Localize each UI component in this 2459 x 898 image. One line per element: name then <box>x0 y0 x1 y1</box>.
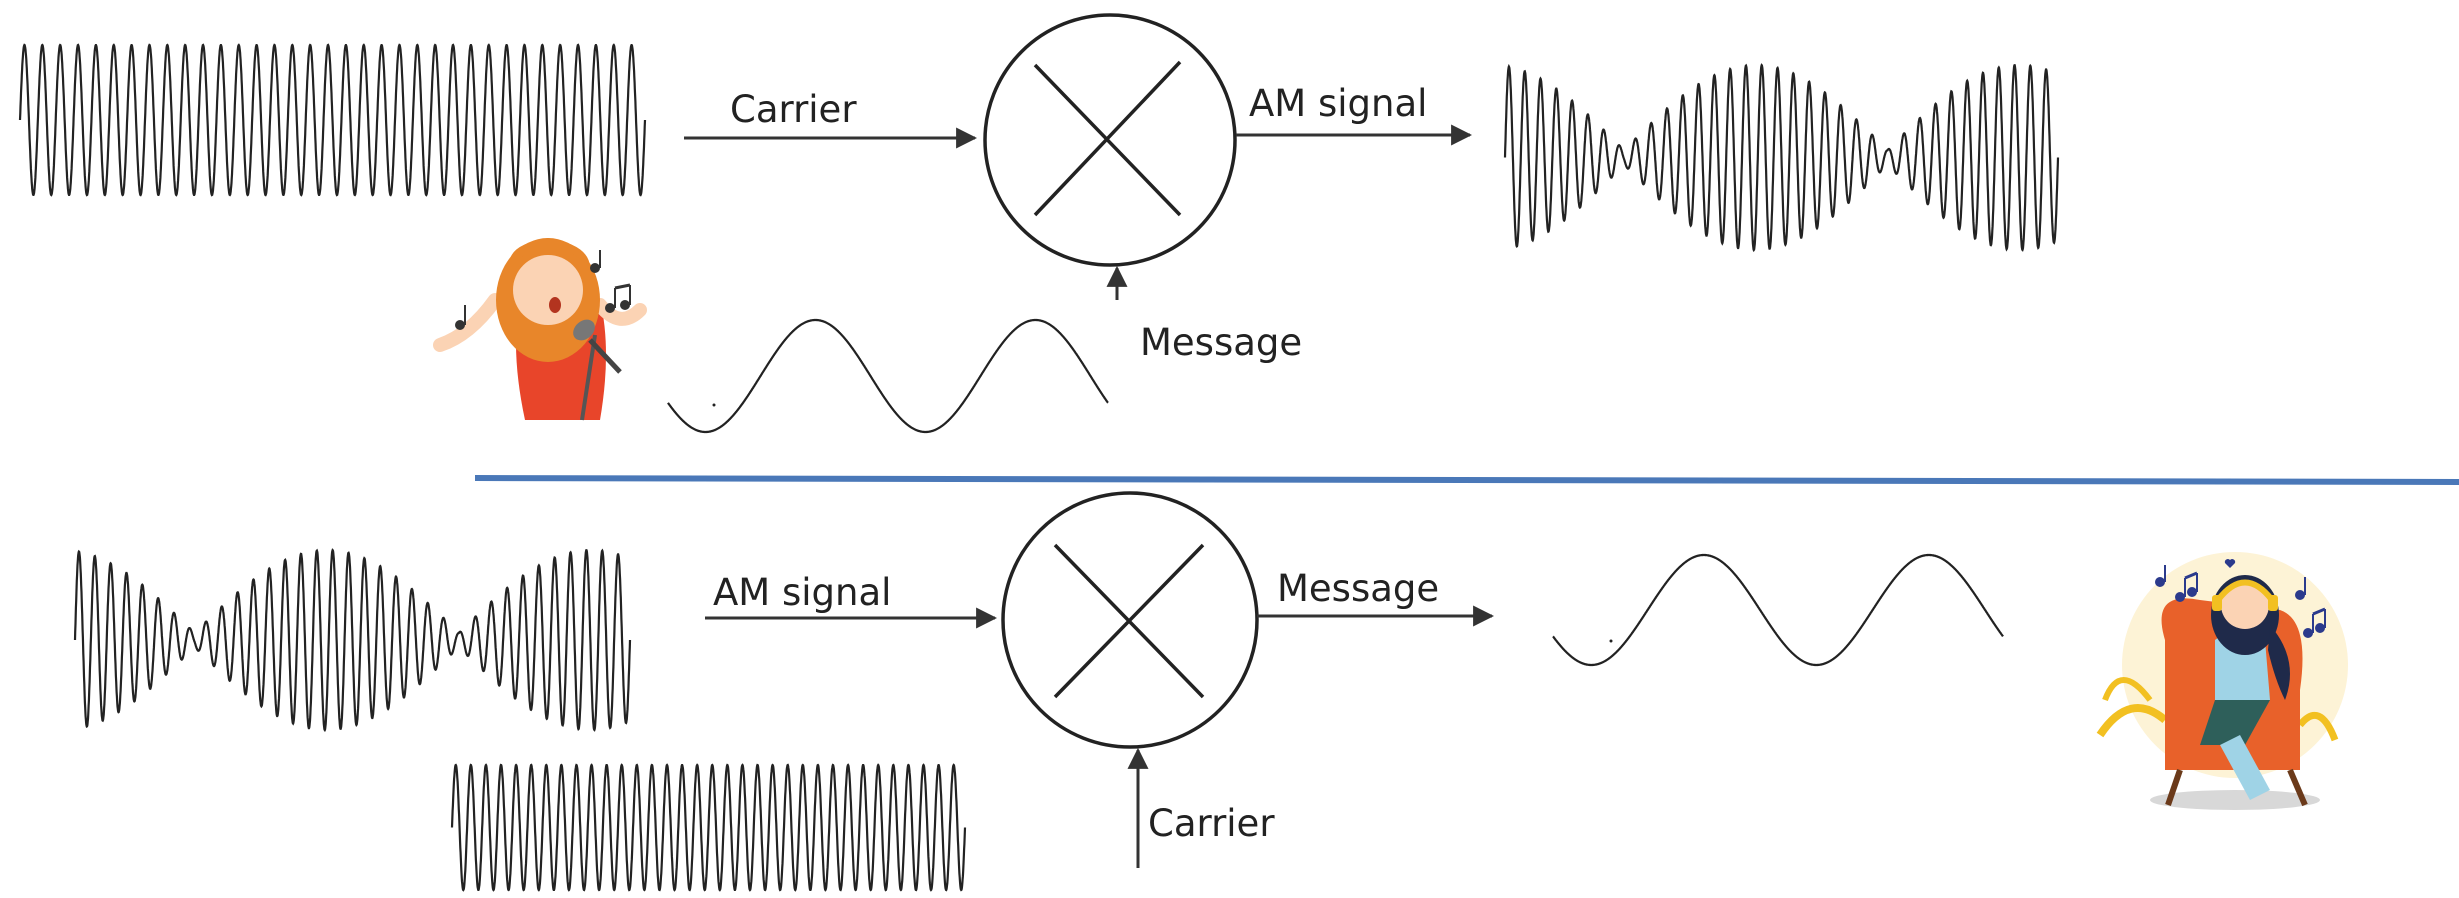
waveform-dot <box>1609 639 1613 643</box>
message-label: Message <box>1277 567 1439 610</box>
am-signal-waveform <box>1503 63 2060 253</box>
message-waveform <box>667 318 1109 434</box>
music-notes-icon <box>455 250 631 330</box>
multiplier-cross-icon <box>1033 60 1182 217</box>
am-signal-label: AM signal <box>1249 82 1427 125</box>
section-divider <box>474 475 2459 485</box>
modulation-section: Carrier AM signal Message <box>18 13 2060 434</box>
demodulator-multiplier <box>1001 491 1259 749</box>
singer-with-microphone-icon <box>433 238 647 421</box>
local-carrier-waveform <box>450 763 967 892</box>
multiplier-cross-icon <box>1053 543 1205 699</box>
am-signal-label: AM signal <box>713 571 891 614</box>
person-with-headphones-icon <box>2096 552 2348 810</box>
demodulation-section: AM signal Message Carrier <box>73 491 2348 892</box>
multiplier-circle <box>1001 491 1259 749</box>
carrier-label: Carrier <box>1148 802 1275 845</box>
music-notes-icon <box>2155 559 2326 638</box>
multiplier-circle <box>983 13 1237 267</box>
recovered-message-waveform <box>1552 553 2004 667</box>
message-label: Message <box>1140 321 1302 364</box>
received-am-waveform <box>73 548 632 733</box>
carrier-waveform <box>18 43 647 197</box>
waveform-dot <box>712 403 716 407</box>
carrier-label: Carrier <box>730 88 857 131</box>
modulator-multiplier <box>983 13 1237 267</box>
